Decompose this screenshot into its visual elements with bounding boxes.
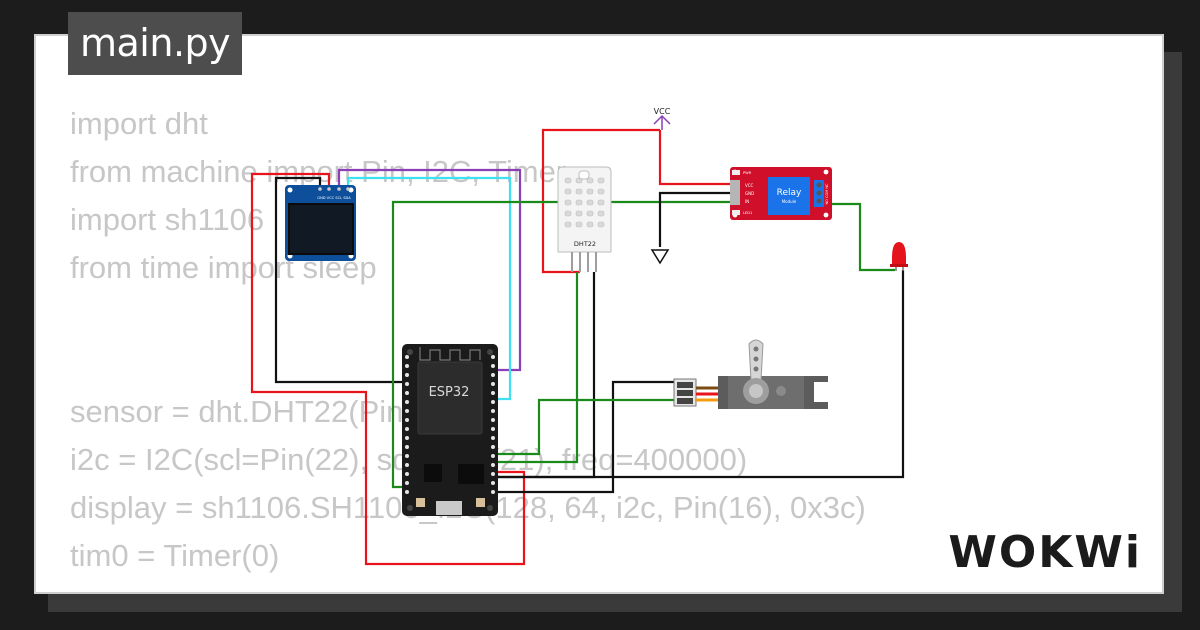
- oled-pin-labels: GND VCC SCL SDA: [317, 196, 351, 200]
- servo-motor: [673, 339, 828, 409]
- wire-purple-oled: [337, 168, 522, 372]
- code-line: import dht: [70, 106, 208, 141]
- wire-black-led: [495, 270, 905, 479]
- dht-label: DHT22: [574, 240, 596, 248]
- file-tab-main-py[interactable]: main.py: [68, 12, 243, 75]
- wire-green-dht: [495, 272, 579, 464]
- oled-display: GND VCC SCL SDA: [285, 185, 356, 261]
- relay-sublabel: Module: [782, 199, 797, 204]
- relay-module: PWR LED1 VCC GND IN Relay Module NO COM …: [730, 167, 832, 220]
- circuit-diagram: VCC GND VCC SCL SDA: [250, 107, 908, 566]
- wire-red-oled: [250, 172, 526, 566]
- code-line: from time import sleep: [70, 250, 377, 285]
- relay-pin-vcc: VCC: [745, 183, 754, 188]
- vcc-symbol: VCC: [653, 107, 671, 130]
- wire-red-vcc: [658, 130, 730, 186]
- code-line: tim0 = Timer(0): [70, 538, 280, 573]
- red-led: [890, 242, 908, 271]
- wire-black-relay: [658, 191, 730, 247]
- relay-label: Relay: [777, 188, 802, 198]
- wire-green-led: [832, 202, 895, 272]
- wire-cyan-oled: [346, 176, 512, 401]
- relay-pin-in: IN: [745, 199, 749, 204]
- relay-led-led1: LED1: [743, 211, 752, 215]
- relay-terminals: NO COM NC: [825, 183, 829, 204]
- relay-pin-gnd: GND: [745, 191, 754, 196]
- wires: [250, 128, 905, 566]
- gnd-symbol: [650, 249, 670, 265]
- vcc-label: VCC: [654, 107, 671, 116]
- dht22-sensor: DHT22: [557, 166, 612, 272]
- wokwi-logo: WOKWi: [948, 527, 1142, 578]
- relay-led-pwr: PWR: [743, 171, 752, 175]
- code-line: import sh1106: [70, 202, 265, 237]
- wire-black-oled: [274, 176, 405, 384]
- wire-green-servo: [495, 398, 674, 456]
- esp32-board: ESP32: [402, 344, 498, 516]
- esp32-label: ESP32: [429, 385, 470, 400]
- wire-black-servo: [495, 380, 674, 494]
